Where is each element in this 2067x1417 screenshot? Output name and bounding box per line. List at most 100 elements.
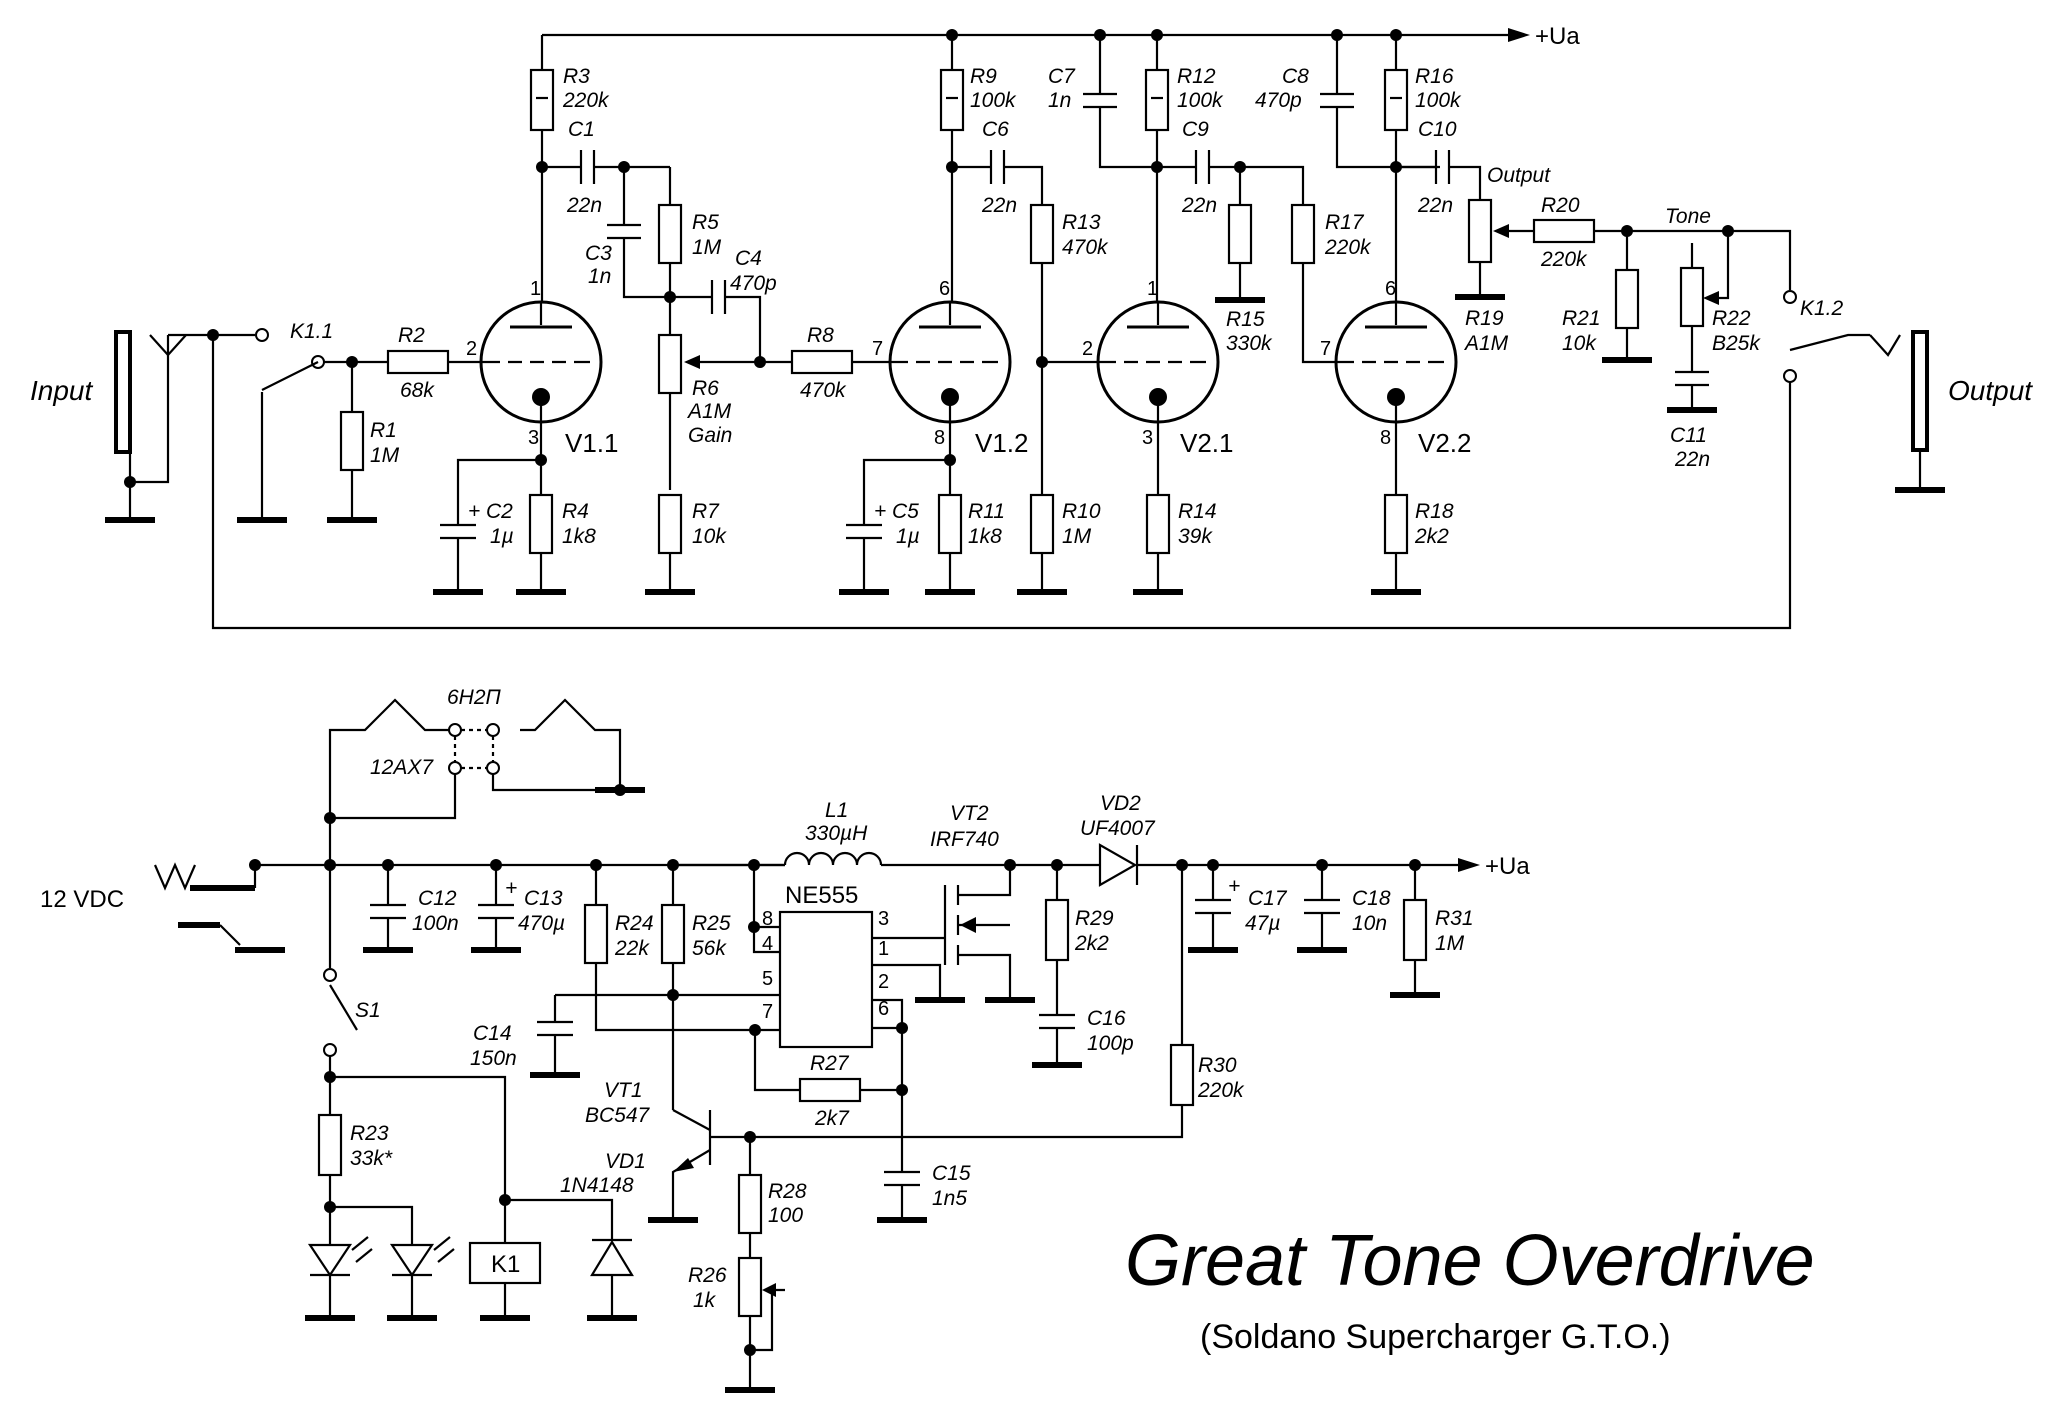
r7-value: 10k bbox=[692, 525, 727, 548]
vt2-ref: VT2 bbox=[950, 802, 989, 825]
r13-value: 470k bbox=[1062, 236, 1109, 259]
v22-pin-grid: 7 bbox=[1320, 338, 1331, 360]
v21-label: V2.1 bbox=[1180, 428, 1234, 458]
r14-value: 39k bbox=[1178, 525, 1213, 548]
r25-ref: R25 bbox=[692, 912, 731, 935]
resistor-r10 bbox=[1029, 493, 1055, 555]
v22-pin-cathode: 8 bbox=[1380, 427, 1391, 449]
ic-pin-4: 4 bbox=[762, 933, 773, 955]
resistor-r31 bbox=[1402, 898, 1428, 962]
resistor-r21 bbox=[1614, 268, 1640, 330]
r8-ref: R8 bbox=[807, 324, 834, 347]
c13-value: 470µ bbox=[518, 912, 565, 935]
c2-value: 1µ bbox=[490, 525, 514, 548]
resistor-r26 bbox=[737, 1256, 763, 1318]
r12-value: 100k bbox=[1177, 89, 1224, 112]
s1-label: S1 bbox=[355, 999, 381, 1022]
resistor-r15 bbox=[1227, 203, 1253, 265]
c5-value: 1µ bbox=[896, 525, 920, 548]
output-label: Output bbox=[1948, 375, 2033, 406]
v21-pin-anode: 1 bbox=[1147, 278, 1158, 300]
ic-pin-3: 3 bbox=[878, 908, 889, 930]
c3-value: 1n bbox=[588, 265, 611, 288]
r6-gain: Gain bbox=[688, 424, 732, 447]
r19-output: Output bbox=[1487, 164, 1551, 187]
r17-value: 220k bbox=[1324, 236, 1372, 259]
ua-rail-arrow-top bbox=[1508, 28, 1530, 42]
c10-value: 22n bbox=[1417, 194, 1453, 217]
r24-ref: R24 bbox=[615, 912, 654, 935]
tube-type-12ax7: 12AX7 bbox=[370, 756, 434, 779]
v21-pin-grid: 2 bbox=[1082, 338, 1093, 360]
c17-plus: + bbox=[1228, 875, 1240, 898]
r30-ref: R30 bbox=[1198, 1054, 1237, 1077]
resistor-r13 bbox=[1029, 203, 1055, 265]
c6-value: 22n bbox=[981, 194, 1017, 217]
c1-value: 22n bbox=[566, 194, 602, 217]
r28-ref: R28 bbox=[768, 1180, 807, 1203]
c5-plus: + bbox=[874, 500, 886, 523]
c8-ref: C8 bbox=[1282, 65, 1309, 88]
tube-v12 bbox=[888, 300, 1012, 424]
r25-value: 56k bbox=[692, 937, 727, 960]
r17-ref: R17 bbox=[1325, 211, 1365, 234]
r13-ref: R13 bbox=[1062, 211, 1101, 234]
c11-ref: C11 bbox=[1670, 424, 1707, 447]
input-jack bbox=[105, 330, 187, 523]
r6-value: A1M bbox=[686, 400, 732, 423]
v22-label: V2.2 bbox=[1418, 428, 1472, 458]
vt1-value: BC547 bbox=[585, 1104, 651, 1127]
r21-value: 10k bbox=[1562, 332, 1597, 355]
switch-k12 bbox=[1728, 229, 1901, 383]
tube-v22 bbox=[1334, 300, 1458, 424]
r2-value: 68k bbox=[400, 379, 435, 402]
output-jack bbox=[1895, 330, 1945, 493]
c14-ref: C14 bbox=[473, 1022, 512, 1045]
r27-value: 2k7 bbox=[814, 1107, 850, 1130]
diagram-title: Great Tone Overdrive bbox=[1125, 1221, 1815, 1301]
r10-ref: R10 bbox=[1062, 500, 1101, 523]
resistor-r27 bbox=[798, 1077, 862, 1103]
r1-value: 1M bbox=[370, 444, 400, 467]
tube-type-6h2p: 6H2П bbox=[447, 686, 502, 709]
r27-ref: R27 bbox=[810, 1052, 850, 1075]
r28-value: 100 bbox=[768, 1204, 803, 1227]
r19-ref: R19 bbox=[1465, 307, 1504, 330]
tube-v21 bbox=[1096, 300, 1220, 424]
v12-pin-anode: 6 bbox=[939, 278, 950, 300]
resistor-r17 bbox=[1290, 203, 1316, 265]
switch-k11 bbox=[237, 355, 325, 523]
transistor-vt2 bbox=[943, 865, 1012, 1000]
r11-value: 1k8 bbox=[968, 525, 1002, 548]
v11-pin-cathode: 3 bbox=[528, 427, 539, 449]
k12-label: K1.2 bbox=[1800, 297, 1844, 320]
resistor-r18 bbox=[1383, 493, 1409, 555]
ic-pin-7: 7 bbox=[762, 1001, 773, 1023]
c6-ref: C6 bbox=[982, 118, 1009, 141]
r19-value: A1M bbox=[1463, 332, 1509, 355]
ic-pin-6: 6 bbox=[878, 998, 889, 1020]
c16-value: 100p bbox=[1087, 1032, 1134, 1055]
vd1-value: 1N4148 bbox=[560, 1174, 634, 1197]
l1-value: 330µH bbox=[805, 822, 868, 845]
c14-value: 150n bbox=[470, 1047, 517, 1070]
ic-ne555 bbox=[778, 910, 874, 1049]
vd1-ref: VD1 bbox=[605, 1150, 646, 1173]
led-1 bbox=[307, 1207, 373, 1318]
v12-pin-grid: 7 bbox=[872, 338, 883, 360]
resistor-r1 bbox=[339, 410, 365, 472]
vt1-ref: VT1 bbox=[604, 1079, 643, 1102]
vt2-value: IRF740 bbox=[930, 828, 999, 851]
r7-ref: R7 bbox=[692, 500, 720, 523]
r16-ref: R16 bbox=[1415, 65, 1454, 88]
supply-label: 12 VDC bbox=[40, 886, 124, 913]
c2-ref: C2 bbox=[486, 500, 513, 523]
c4-value: 470p bbox=[730, 272, 777, 295]
c13-ref: C13 bbox=[524, 887, 563, 910]
c18-value: 10n bbox=[1352, 912, 1387, 935]
diode-vd1 bbox=[590, 1238, 634, 1318]
c12-value: 100n bbox=[412, 912, 459, 935]
r16-value: 100k bbox=[1415, 89, 1462, 112]
vd2-ref: VD2 bbox=[1100, 792, 1141, 815]
